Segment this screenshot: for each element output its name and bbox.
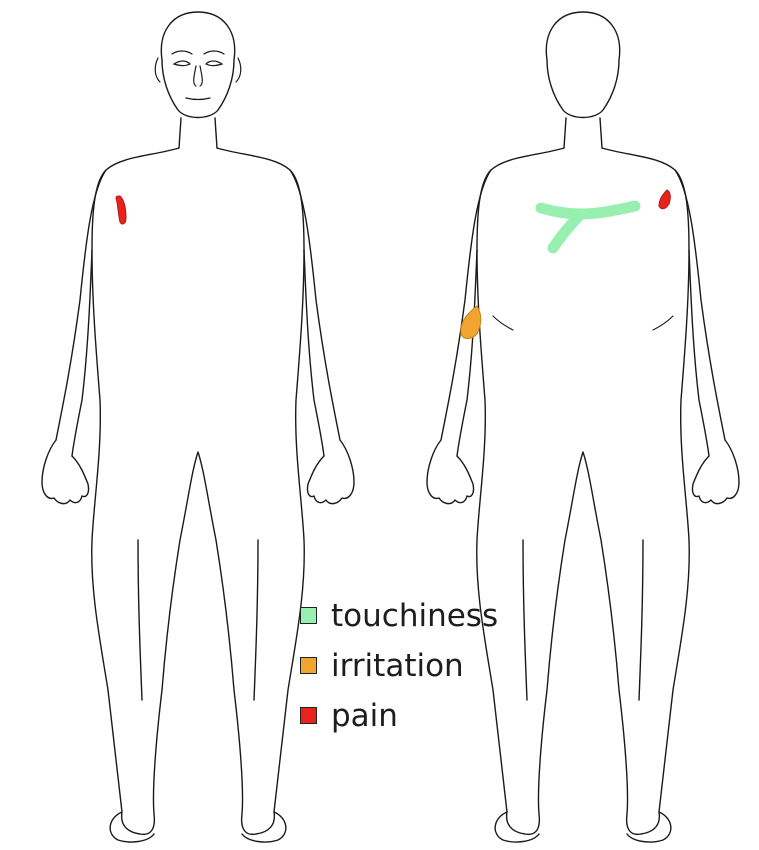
touchiness-swatch	[300, 607, 317, 624]
back-detail-lines	[493, 316, 673, 330]
back-body-outline	[427, 12, 739, 842]
pain-swatch	[300, 707, 317, 724]
front-pain-mark	[116, 196, 126, 224]
back-touchiness-mark	[541, 206, 635, 248]
back-view-figure	[427, 12, 739, 842]
legend-label-pain: pain	[331, 696, 398, 736]
legend-label-touchiness: touchiness	[331, 596, 498, 636]
legend-label-irritation: irritation	[331, 646, 464, 686]
irritation-swatch	[300, 657, 317, 674]
back-pain-mark	[659, 190, 670, 209]
